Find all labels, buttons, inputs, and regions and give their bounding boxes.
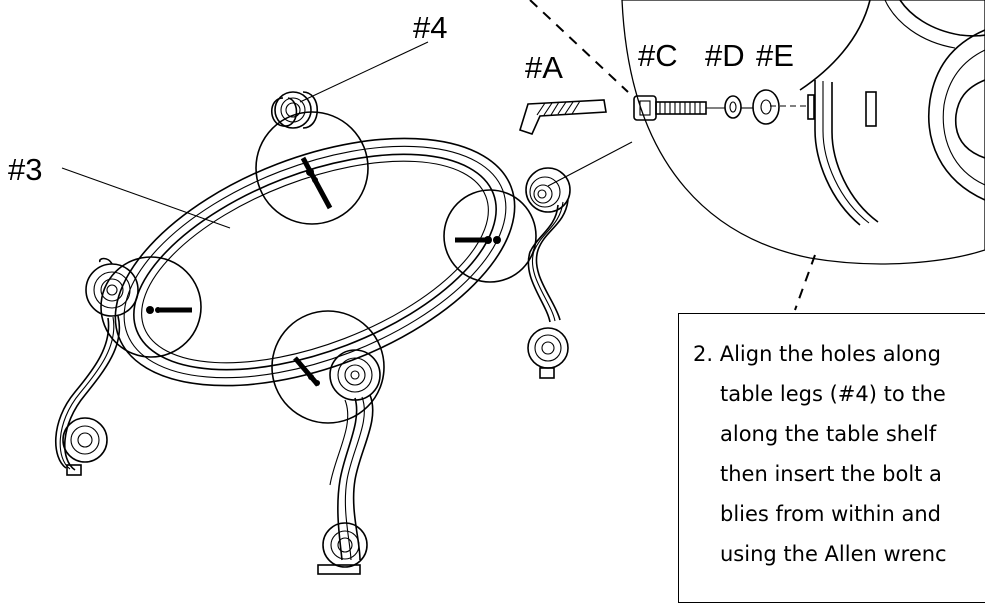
table-leg-right [525, 167, 571, 379]
table-leg-front [317, 349, 381, 575]
instruction-line-4: then insert the bolt a [720, 462, 942, 486]
label-table-shelf: #3 [8, 152, 42, 187]
shelf-callout-line [61, 167, 231, 229]
dashed-leader-bottom [794, 254, 816, 311]
leg-callout-line [299, 41, 429, 103]
instruction-line-5: blies from within and [720, 502, 941, 526]
dashed-leader-top [529, 0, 629, 93]
enlarged-detail-view [621, 0, 985, 265]
detail-circle-left [100, 256, 202, 358]
label-table-legs: #4 [413, 10, 447, 45]
instruction-line-6: using the Allen wrenc [720, 542, 947, 566]
allen-wrench-part [519, 99, 607, 135]
instruction-line-2: table legs (#4) to the [720, 382, 946, 406]
lock-washer-part [724, 95, 742, 119]
label-allen-wrench: #A [525, 50, 563, 85]
detail-circle-top [255, 111, 369, 225]
flat-washer-part [752, 89, 780, 125]
assembly-diagram: #4 #3 #A #C #D #E [8, 0, 985, 575]
table-leg-left [55, 257, 139, 476]
instruction-line-1: 2. Align the holes along [693, 342, 941, 366]
table-shelf [114, 137, 516, 387]
detail-circle-right [443, 189, 537, 283]
label-lock-washer: #D [705, 38, 745, 73]
zoom-connector-line [547, 141, 633, 187]
detail-circle-front [271, 310, 385, 424]
label-flat-washer: #E [756, 38, 794, 73]
label-bolt: #C [638, 38, 678, 73]
table-leg-top [270, 91, 318, 129]
instruction-box: 2. Align the holes along table legs (#4)… [678, 313, 985, 603]
instruction-line-3: along the table shelf [720, 422, 937, 446]
